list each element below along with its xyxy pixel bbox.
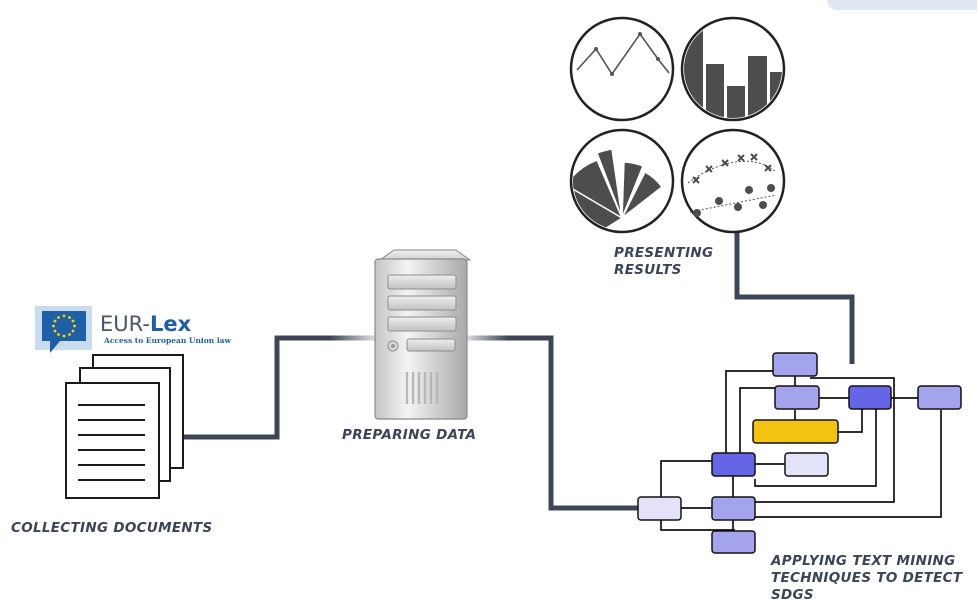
corner-tab (827, 0, 977, 10)
document-stack-icon (65, 354, 184, 499)
eurlex-logo-eur: EUR- (100, 312, 150, 336)
label-presenting-line2: RESULTS (614, 262, 682, 278)
line-chart-icon (569, 16, 675, 122)
server-tower-icon (374, 249, 472, 420)
eurlex-tagline: Access to European Union law (104, 336, 231, 345)
polar-area-chart-icon (569, 128, 675, 234)
label-mining-line3: SDGS (771, 587, 814, 603)
connector-documents-to-server (178, 335, 380, 440)
eu-flag-icon (35, 306, 92, 353)
label-presenting-line1: PRESENTING (614, 245, 714, 261)
label-presenting-results: PRESENTING RESULTS (614, 245, 713, 279)
label-mining-line1: APPLYING TEXT MINING (771, 553, 956, 569)
label-preparing-data: PREPARING DATA (342, 427, 477, 443)
eurlex-logo-lex: Lex (149, 312, 192, 336)
pipeline-diagram (35, 16, 962, 554)
scatter-plot-icon (680, 128, 786, 234)
label-collecting-documents: COLLECTING DOCUMENTS (11, 520, 213, 536)
eurlex-logo: EUR-Lex (100, 312, 191, 336)
flowchart-network-icon (637, 352, 962, 554)
bar-chart-icon (680, 16, 786, 122)
connector-charts-to-network (734, 228, 855, 364)
connector-server-to-network (462, 335, 640, 511)
